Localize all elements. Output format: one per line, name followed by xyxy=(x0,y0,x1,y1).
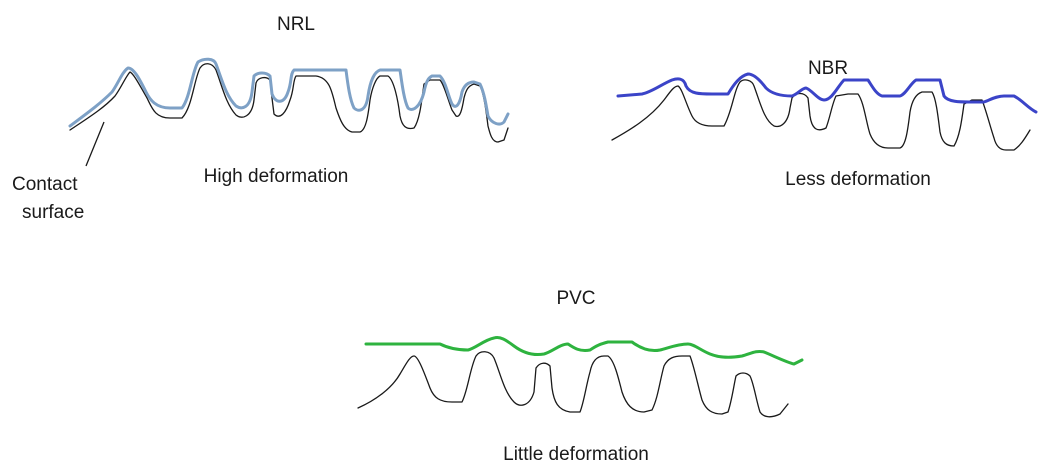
pvc-contact-surface xyxy=(357,351,789,418)
pvc-glove-profile xyxy=(364,336,804,366)
nrl-caption: High deformation xyxy=(204,166,349,187)
pvc-caption: Little deformation xyxy=(503,444,649,465)
nrl-panel: NRL High deformation xyxy=(68,14,510,187)
nbr-glove-profile xyxy=(616,72,1038,114)
nrl-title: NRL xyxy=(277,14,315,35)
contact-surface-label-line1: Contact xyxy=(12,174,78,195)
contact-surface-label-line2: surface xyxy=(22,202,84,223)
contact-surface-pointer xyxy=(85,121,105,167)
pvc-title: PVC xyxy=(556,288,595,309)
nbr-title: NBR xyxy=(808,58,848,79)
nrl-glove-profile xyxy=(68,57,510,128)
contact-surface-annotation: Contact surface xyxy=(12,121,105,223)
nbr-contact-surface xyxy=(611,79,1031,151)
nbr-caption: Less deformation xyxy=(785,169,931,190)
nbr-panel: NBR Less deformation xyxy=(611,58,1038,190)
nrl-contact-surface xyxy=(69,63,509,143)
pvc-panel: PVC Little deformation xyxy=(357,288,804,465)
